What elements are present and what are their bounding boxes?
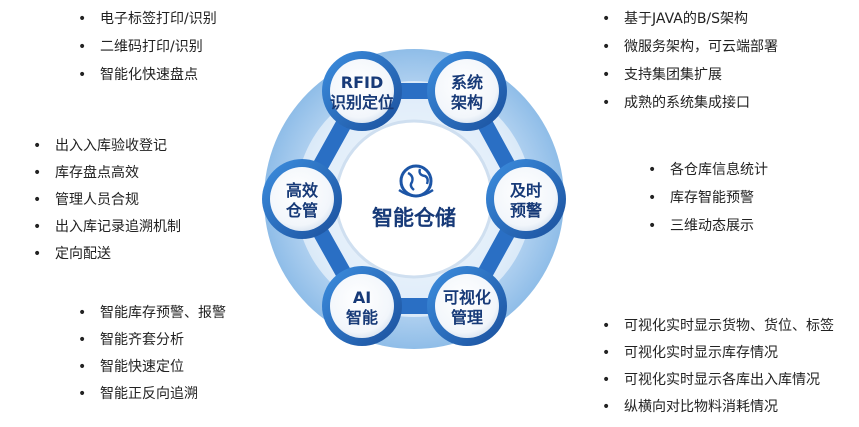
visual-management-feature-list: 可视化实时显示货物、货位、标签可视化实时显示库存情况可视化实时显示各库出入库情况…: [602, 319, 834, 427]
list-item: 支持集团集扩展: [602, 68, 778, 82]
node-label-line1: 可视化: [443, 288, 491, 307]
list-item: 电子标签打印/识别: [78, 12, 217, 26]
node-face-vis: [435, 274, 499, 338]
node-face-arch: [435, 59, 499, 123]
list-item: 可视化实时显示库存情况: [602, 346, 834, 360]
node-label-line2: 管理: [451, 308, 483, 327]
list-item: 智能正反向追溯: [78, 387, 226, 401]
node-face-ai: [330, 274, 394, 338]
node-face-rfid: [330, 59, 394, 123]
list-item: 可视化实时显示各库出入库情况: [602, 373, 834, 387]
list-item: 各仓库信息统计: [648, 163, 768, 177]
list-item: 基于JAVA的B/S架构: [602, 12, 778, 26]
list-item: 库存盘点高效: [33, 166, 181, 180]
node-face-alert: [494, 167, 558, 231]
list-item: 二维码打印/识别: [78, 40, 217, 54]
list-item: 可视化实时显示货物、货位、标签: [602, 319, 834, 333]
list-item: 智能齐套分析: [78, 333, 226, 347]
list-item: 微服务架构，可云端部署: [602, 40, 778, 54]
rfid-feature-list: 电子标签打印/识别二维码打印/识别智能化快速盘点: [78, 12, 217, 96]
globe-icon: [398, 164, 434, 198]
list-item: 成熟的系统集成接口: [602, 96, 778, 110]
node-label-line2: 智能: [346, 308, 378, 327]
list-item: 定向配送: [33, 247, 181, 261]
node-label-line2: 识别定位: [330, 93, 394, 112]
node-label-line2: 预警: [510, 201, 542, 220]
node-label-line1: 高效: [286, 181, 318, 200]
architecture-feature-list: 基于JAVA的B/S架构微服务架构，可云端部署支持集团集扩展成熟的系统集成接口: [602, 12, 778, 124]
node-label-line2: 架构: [450, 93, 483, 112]
list-item: 管理人员合规: [33, 193, 181, 207]
list-item: 出入库记录追溯机制: [33, 220, 181, 234]
list-item: 三维动态展示: [648, 219, 768, 233]
list-item: 库存智能预警: [648, 191, 768, 205]
node-label-line1: 及时: [510, 181, 542, 200]
node-label-line1: AI: [353, 288, 371, 307]
list-item: 智能库存预警、报警: [78, 306, 226, 320]
alert-feature-list: 各仓库信息统计库存智能预警三维动态展示: [648, 163, 768, 247]
node-label-line1: RFID: [341, 73, 383, 92]
node-face-eff: [270, 167, 334, 231]
node-label-line1: 系统: [451, 73, 483, 92]
ai-feature-list: 智能库存预警、报警智能齐套分析智能快速定位智能正反向追溯: [78, 306, 226, 414]
efficient-management-feature-list: 出入入库验收登记库存盘点高效管理人员合规出入库记录追溯机制定向配送: [33, 139, 181, 274]
center-title: 智能仓储: [372, 206, 456, 230]
list-item: 出入入库验收登记: [33, 139, 181, 153]
list-item: 智能快速定位: [78, 360, 226, 374]
list-item: 智能化快速盘点: [78, 68, 217, 82]
list-item: 纵横向对比物料消耗情况: [602, 400, 834, 414]
center-circle: [334, 119, 494, 279]
node-label-line2: 仓管: [285, 201, 318, 220]
